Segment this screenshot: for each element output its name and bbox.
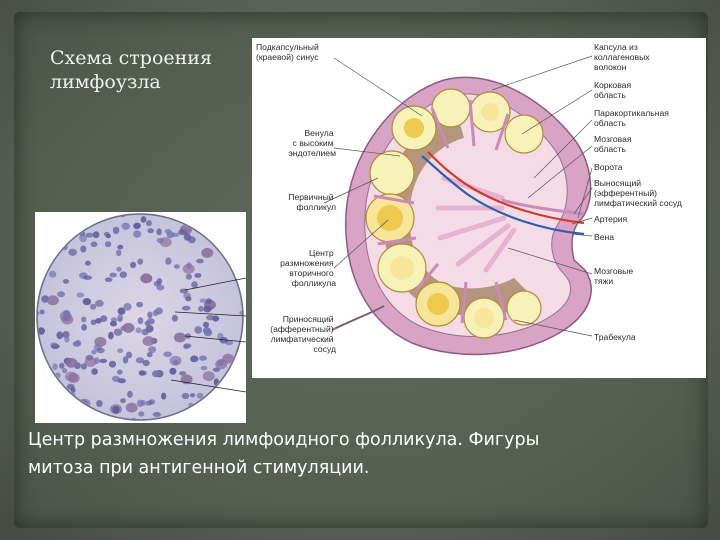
title-line: Схема строения <box>50 47 212 69</box>
label-efferent-vessel: Выносящий (эфферентный) лимфатический со… <box>594 178 682 208</box>
label-venule: Венула с высоким эндотелием <box>288 128 336 158</box>
label-medullary-cords: Мозговые тяжи <box>594 266 636 286</box>
label-cortex: Корковая область <box>594 80 634 100</box>
label-afferent-vessel: Приносящий (афферентный) лимфатический с… <box>270 314 336 354</box>
label-trabecula: Трабекула <box>594 332 636 342</box>
label-primary-follicle: Первичный фолликул <box>288 192 336 212</box>
label-artery: Артерия <box>594 214 628 224</box>
slide-caption: Центр размножения лимфоидного фолликула.… <box>28 426 628 482</box>
label-subcapsular-sinus: Подкапсульный (краевой) синус <box>256 42 321 62</box>
slide-title: Схема строения лимфоузла <box>50 46 250 94</box>
title-line: лимфоузла <box>50 71 161 93</box>
lymph-node-svg: Подкапсульный (краевой) синус Венула с в… <box>256 42 682 356</box>
label-capsule: Капсула из коллагеновых волокон <box>594 42 652 72</box>
micrograph-image <box>35 212 247 423</box>
vein <box>421 155 585 236</box>
label-germinal-center: Центр размножения вторичного фолликула <box>280 248 336 288</box>
artery <box>427 151 585 225</box>
caption-line: митоза при антигенной стимуляции. <box>28 458 370 478</box>
micrograph-pointers <box>170 277 247 393</box>
lymph-node-diagram: Подкапсульный (краевой) синус Венула с в… <box>252 38 706 378</box>
trabeculae <box>373 99 510 324</box>
caption-line: Центр размножения лимфоидного фолликула.… <box>28 430 540 450</box>
cortex-follicles <box>365 88 544 339</box>
label-paracortex: Паракортикальная область <box>594 108 671 128</box>
leader-lines <box>323 55 593 337</box>
label-vein: Вена <box>594 232 614 242</box>
label-hilum: Ворота <box>594 162 623 172</box>
label-medulla: Мозговая область <box>594 134 634 154</box>
